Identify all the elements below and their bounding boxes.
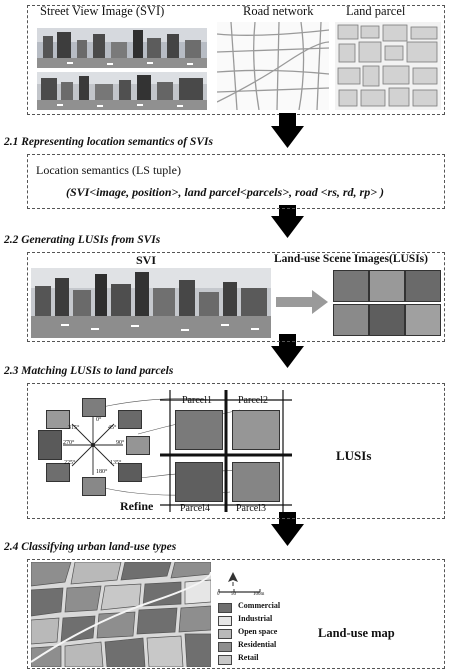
lusi-thumb-4 — [333, 304, 369, 336]
angle-label-135: 135° — [110, 460, 122, 466]
parcel3-lusi-photo — [232, 462, 280, 502]
lusi-thumb-5 — [369, 304, 405, 336]
section-2-3-title: 2.3 Matching LUSIs to land parcels — [4, 365, 174, 377]
lusi-thumb-3 — [405, 270, 441, 302]
land-use-map-image — [31, 562, 211, 667]
parcel2-label: Parcel2 — [238, 395, 268, 406]
parcel1-lusi-photo — [175, 410, 223, 450]
lusi-label: Land-use Scene Images(LUSIs) — [274, 253, 428, 265]
scale-label-100: 100m — [253, 592, 265, 597]
view-photo-180 — [82, 477, 106, 496]
parcel4-lusi-photo — [175, 462, 223, 502]
lusis-label: LUSIs — [336, 448, 372, 463]
lusi-thumb-2 — [369, 270, 405, 302]
legend-label-residential: Residential — [238, 640, 277, 649]
svi-label: SVI — [136, 253, 157, 267]
view-photo-315 — [46, 410, 70, 429]
legend-swatch-commercial — [218, 603, 232, 613]
legend-swatch-open-space — [218, 629, 232, 639]
scale-label-50: 50 — [231, 592, 236, 597]
legend-swatch-retail — [218, 655, 232, 665]
angle-label-225: 225° — [64, 460, 76, 466]
angle-label-90: 90° — [116, 440, 125, 446]
view-photo-225 — [46, 463, 70, 482]
view-photo-0 — [82, 398, 106, 417]
input-data-panel — [27, 5, 445, 115]
angle-label-270: 270° — [63, 440, 75, 446]
view-photo-45 — [118, 410, 142, 429]
angle-label-315: 315° — [68, 425, 80, 431]
legend-swatch-industrial — [218, 616, 232, 626]
legend-label-commercial: Commercial — [238, 601, 281, 610]
legend-label-retail: Retail — [238, 653, 259, 662]
angle-label-45: 45° — [108, 425, 117, 431]
legend-swatch-residential — [218, 642, 232, 652]
scale-label-0: 0 — [217, 592, 220, 597]
view-photo-135 — [118, 463, 142, 482]
lusi-thumb-6 — [405, 304, 441, 336]
land-parcel-title: Land parcel — [346, 4, 406, 18]
view-photo-90 — [126, 436, 150, 455]
svi-panorama-1 — [37, 28, 207, 68]
road-network-title: Road network — [243, 4, 314, 18]
ls-tuple-label: Location semantics (LS tuple) — [36, 163, 181, 177]
svi-panorama-large — [31, 268, 271, 338]
svi-title: Street View Image (SVI) — [40, 4, 165, 18]
section-2-1-panel — [27, 154, 445, 209]
section-2-2-panel — [27, 252, 445, 342]
view-photo-270 — [38, 430, 62, 460]
angle-label-180: 180° — [96, 469, 108, 475]
parcel2-lusi-photo — [232, 410, 280, 450]
svi-panorama-2 — [37, 72, 207, 110]
section-2-1-title: 2.1 Representing location semantics of S… — [4, 136, 213, 148]
legend-label-industrial: Industrial — [238, 614, 273, 623]
land-use-map-label: Land-use map — [318, 626, 395, 640]
parcel3-label: Parcel3 — [236, 503, 266, 514]
section-2-4-panel — [27, 559, 445, 669]
section-2-2-title: 2.2 Generating LUSIs from SVIs — [4, 234, 161, 246]
section-2-4-title: 2.4 Classifying urban land-use types — [4, 541, 177, 553]
road-network-map — [217, 22, 329, 110]
lusi-thumb-1 — [333, 270, 369, 302]
section-2-3-panel — [27, 383, 445, 519]
land-parcel-map — [335, 22, 441, 110]
legend-label-open-space: Open space — [238, 627, 278, 636]
ls-tuple-formula: (SVI<image, position>, land parcel<parce… — [66, 185, 385, 199]
refine-label: Refine — [120, 499, 154, 513]
angle-label-0: 0° — [96, 417, 102, 423]
parcel4-label: Parcel4 — [180, 503, 210, 514]
parcel1-label: Parcel1 — [182, 395, 212, 406]
